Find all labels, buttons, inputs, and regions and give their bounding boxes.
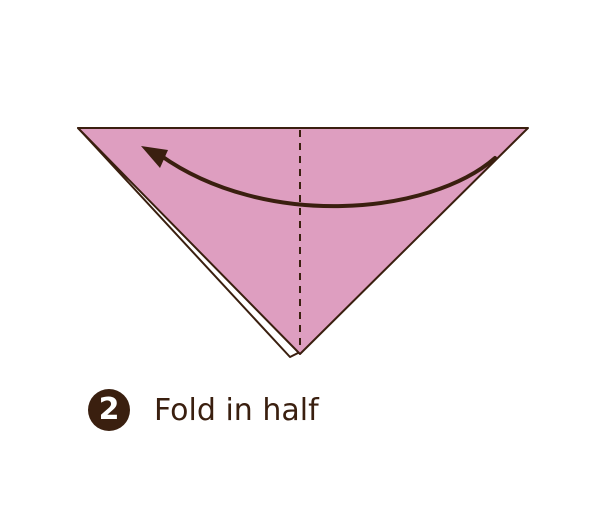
fold-arrow-head-icon	[141, 146, 168, 168]
fold-arrow-curve	[158, 153, 497, 208]
step-label: Fold in half	[154, 392, 319, 428]
step-number-badge: 2	[88, 389, 130, 431]
step-caption: 2 Fold in half	[88, 388, 319, 432]
paper-triangle	[77, 127, 529, 355]
